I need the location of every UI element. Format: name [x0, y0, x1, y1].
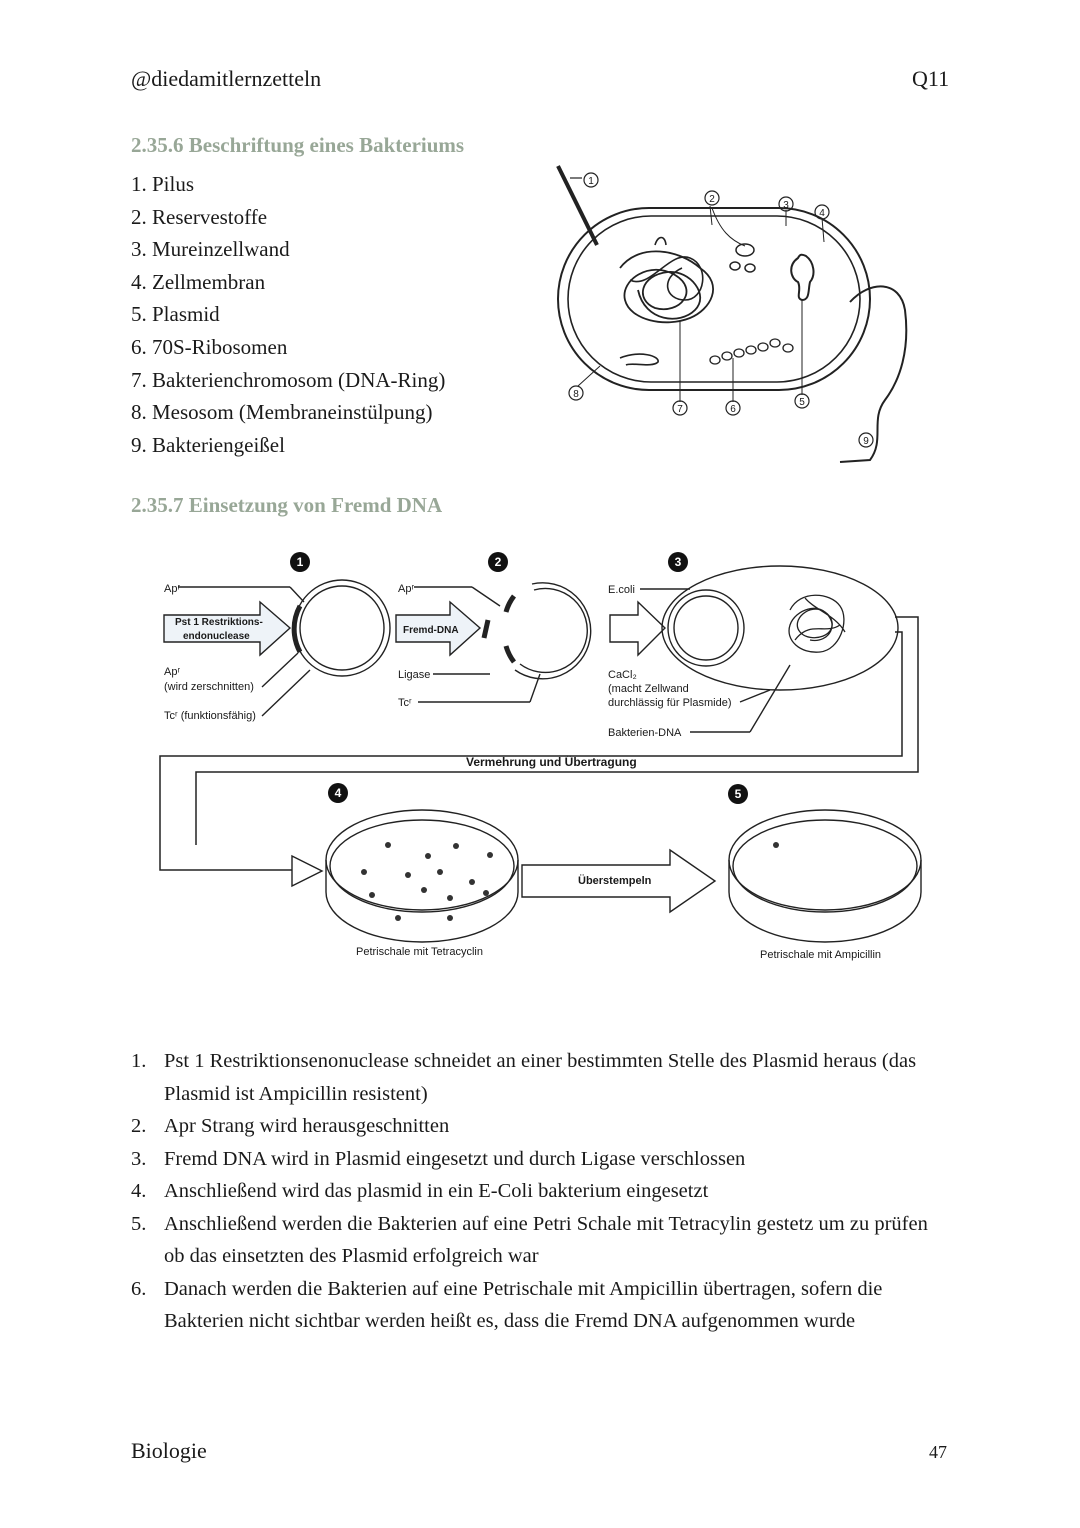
marker-3: 3	[778, 196, 794, 212]
label-apr-2: Apʳ	[398, 583, 414, 595]
svg-text:3: 3	[675, 555, 682, 569]
marker-9: 9	[858, 432, 874, 448]
svg-text:4: 4	[335, 786, 342, 800]
step-marker-5: 5	[728, 784, 748, 804]
svg-text:5: 5	[799, 397, 805, 408]
procedure-steps-list: 1.Pst 1 Restriktionsenonuclease schneide…	[131, 1045, 941, 1338]
svg-text:5: 5	[735, 787, 742, 801]
label-bakterien-dna: Bakterien-DNA	[608, 727, 682, 739]
label-dish-ampicillin: Petrischale mit Ampicillin	[760, 949, 881, 961]
label-cacl-1: CaCl₂	[608, 669, 637, 681]
marker-7: 7	[672, 400, 688, 416]
marker-8: 8	[568, 385, 584, 401]
step-marker-4: 4	[328, 783, 348, 803]
svg-text:2: 2	[495, 555, 502, 569]
svg-text:4: 4	[819, 208, 825, 219]
list-item: 7. Bakterienchromosom (DNA-Ring)	[131, 367, 446, 392]
label-ecoli: E.coli	[608, 584, 635, 596]
list-item: 1.Pst 1 Restriktionsenonuclease schneide…	[131, 1050, 917, 1105]
cell-wall-outer	[557, 207, 871, 391]
list-item: 5. Plasmid	[131, 302, 220, 327]
svg-text:8: 8	[573, 389, 579, 400]
list-item: 8. Mesosom (Membraneinstülpung)	[131, 400, 433, 425]
marker-5: 5	[794, 393, 810, 409]
colonies	[361, 842, 779, 921]
header-class: Q11	[912, 66, 950, 91]
section-title-bacterium: 2.35.6 Beschriftung eines Bakteriums	[131, 133, 465, 157]
list-item: 3. Mureinzellwand	[131, 237, 290, 262]
step-marker-3: 3	[668, 552, 688, 572]
list-item: 5.Anschließend werden die Bakterien auf …	[131, 1212, 928, 1268]
step-marker-2: 2	[488, 552, 508, 572]
label-pst-2: endonuclease	[183, 631, 250, 642]
label-fremd-dna: Fremd-DNA	[403, 625, 459, 636]
step-marker-1: 1	[290, 552, 310, 572]
label-cacl-2: (macht Zellwand	[608, 683, 689, 695]
list-item: 2. Reservestoffe	[131, 204, 268, 229]
label-cacl-3: durchlässig für Plasmide)	[608, 697, 732, 709]
footer-subject: Biologie	[131, 1438, 207, 1463]
svg-text:6: 6	[730, 404, 736, 415]
marker-1: 1	[583, 172, 599, 188]
list-item: 2.Apr Strang wird herausgeschnitten	[131, 1115, 450, 1137]
list-item: 9. Bakteriengeißel	[131, 432, 285, 457]
section-title-foreign-dna: 2.35.7 Einsetzung von Fremd DNA	[131, 493, 443, 517]
label-ueberstempeln: Überstempeln	[578, 874, 652, 887]
marker-2: 2	[704, 190, 720, 206]
marker-6: 6	[725, 400, 741, 416]
label-ligase: Ligase	[398, 669, 430, 681]
svg-text:7: 7	[677, 404, 683, 415]
label-tcr-func: Tcʳ (funktionsfähig)	[164, 710, 256, 722]
list-item: 4.Anschließend wird das plasmid in ein E…	[131, 1180, 709, 1202]
header-author: @diedamitlernzetteln	[131, 66, 322, 91]
label-apr-cut-1: Apʳ	[164, 666, 180, 678]
list-item: 6. 70S-Ribosomen	[131, 334, 288, 359]
svg-text:9: 9	[863, 436, 869, 447]
label-pst-1: Pst 1 Restriktions-	[175, 617, 263, 628]
label-tcr-2: Tcʳ	[398, 697, 412, 709]
bacterium-label-list: 1. Pilus 2. Reservestoffe 3. Mureinzellw…	[131, 168, 445, 461]
svg-text:3: 3	[783, 200, 789, 211]
foreign-dna-diagram: 1 2 3 4 5 Apʳ Pst 1 Restriktions- endonu…	[159, 552, 922, 961]
list-item: 4. Zellmembran	[131, 269, 266, 294]
svg-text:2: 2	[709, 194, 715, 205]
marker-4: 4	[814, 204, 830, 220]
list-item: 3.Fremd DNA wird in Plasmid eingesetzt u…	[131, 1147, 746, 1170]
list-item: 6.Danach werden die Bakterien auf eine P…	[131, 1277, 883, 1333]
bacterium-diagram: 1 2 3 4 5 6 7 8 9	[556, 165, 908, 463]
svg-text:1: 1	[297, 555, 304, 569]
label-apr-1: Apʳ	[164, 583, 180, 595]
cell-membrane	[567, 215, 861, 383]
label-apr-cut-2: (wird zerschnitten)	[164, 681, 254, 693]
svg-text:1: 1	[588, 176, 594, 187]
page-number: 47	[929, 1442, 947, 1462]
list-item: 1. Pilus	[131, 172, 195, 196]
label-dish-tetracyclin: Petrischale mit Tetracyclin	[356, 946, 483, 958]
label-vermehrung: Vermehrung und Übertragung	[466, 754, 637, 769]
